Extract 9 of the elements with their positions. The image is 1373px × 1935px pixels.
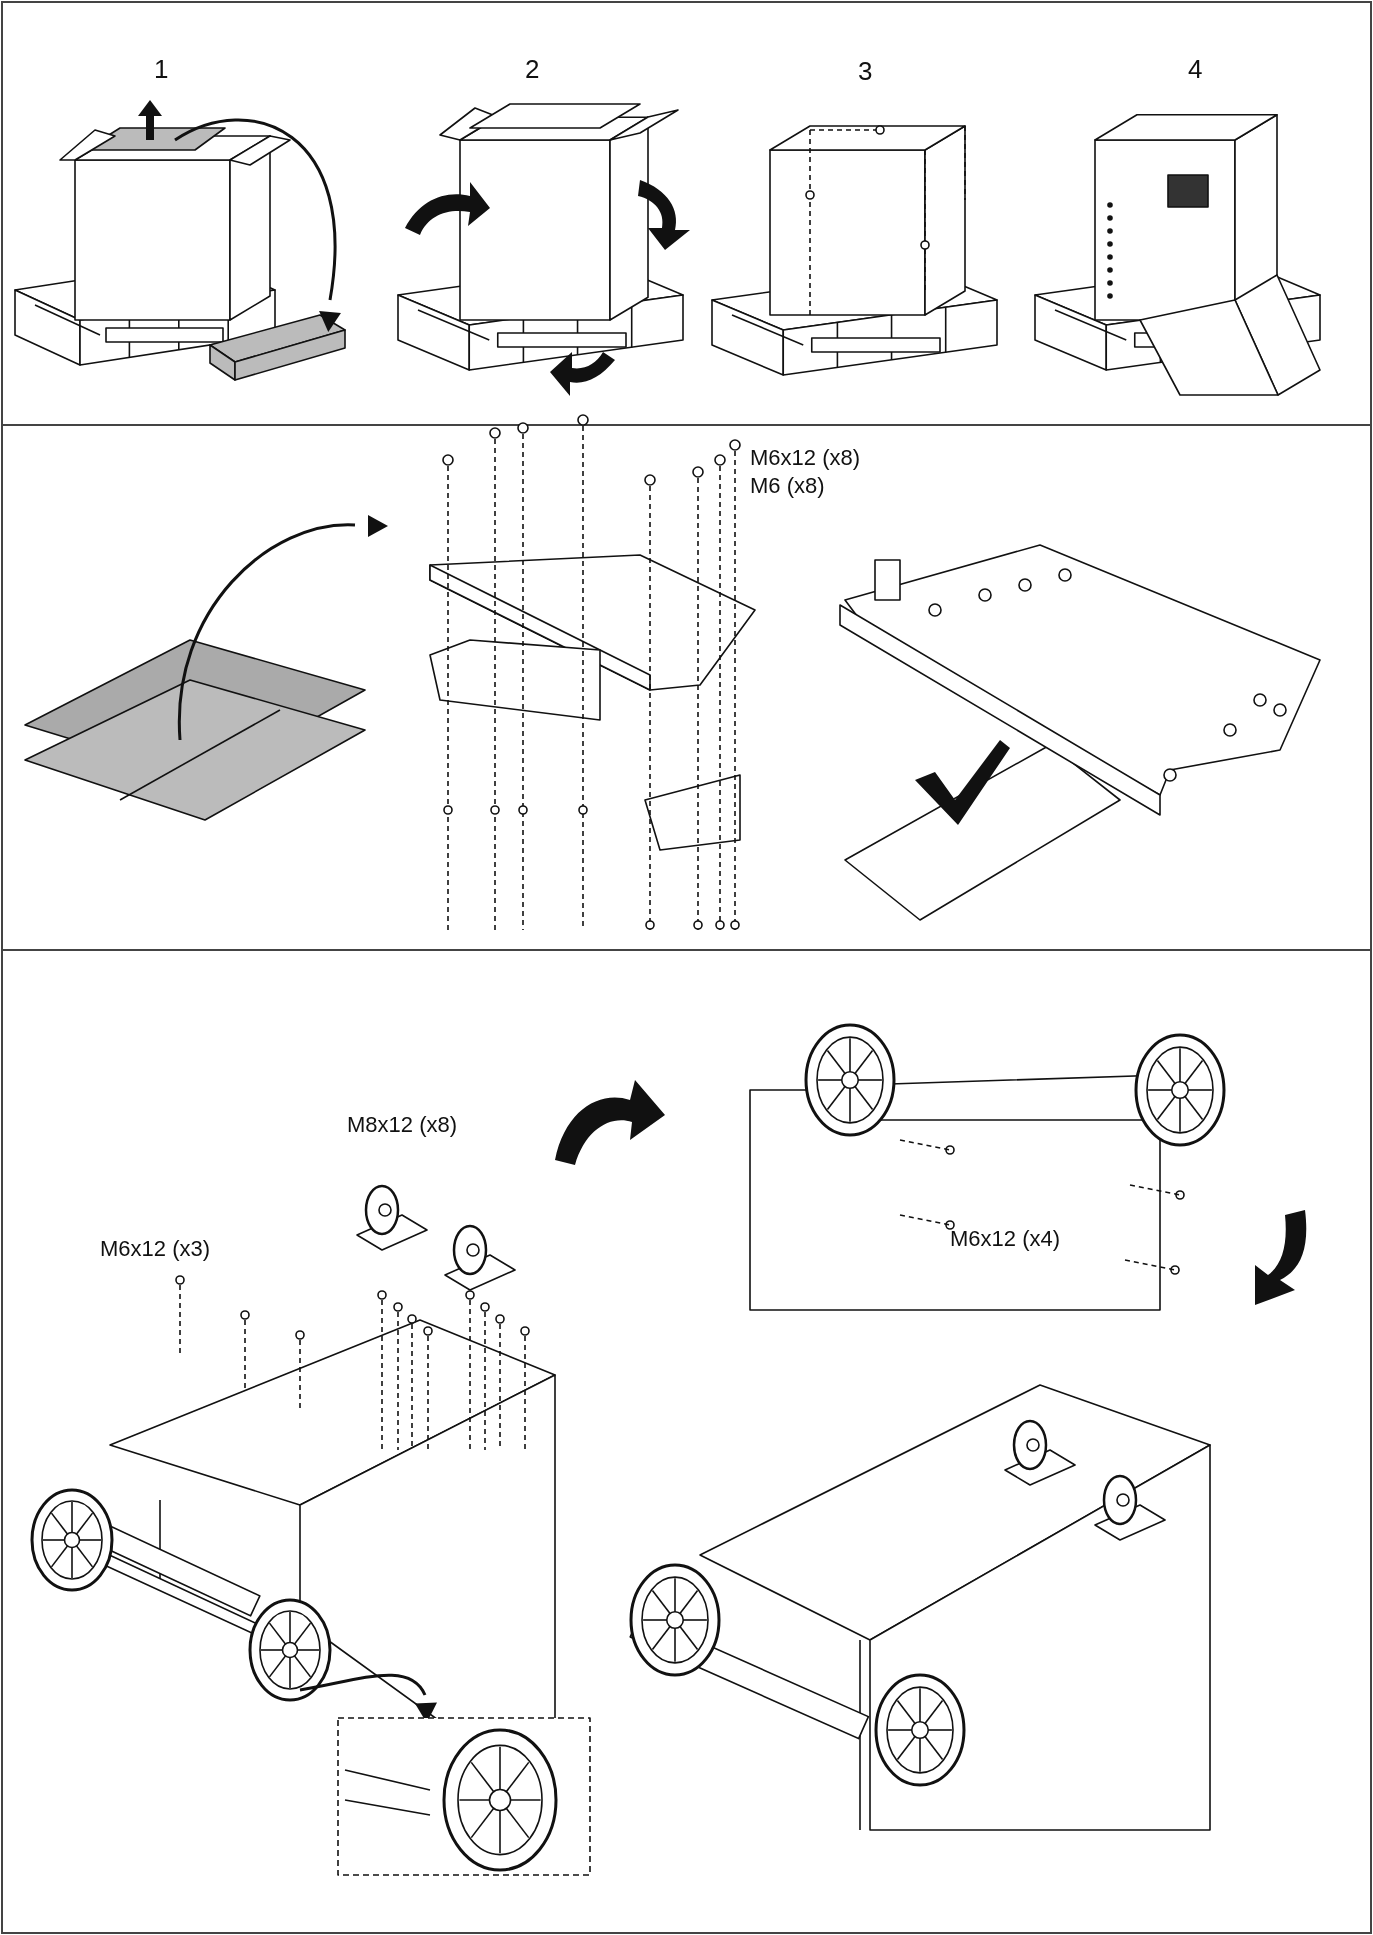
bolt-size-label: M6x12 (x3) [100, 1236, 211, 1262]
bolt-size-label: M8x12 (x8) [347, 1112, 458, 1138]
step-number: 2 [525, 54, 540, 85]
step-number: 3 [858, 56, 873, 87]
nut-size-label: M6 (x8) [750, 473, 825, 499]
step-number: 1 [154, 54, 169, 85]
bolt-size-label: M6x12 (x4) [950, 1226, 1061, 1252]
step-number: 4 [1188, 54, 1203, 85]
bolt-size-label: M6x12 (x8) [750, 445, 861, 471]
